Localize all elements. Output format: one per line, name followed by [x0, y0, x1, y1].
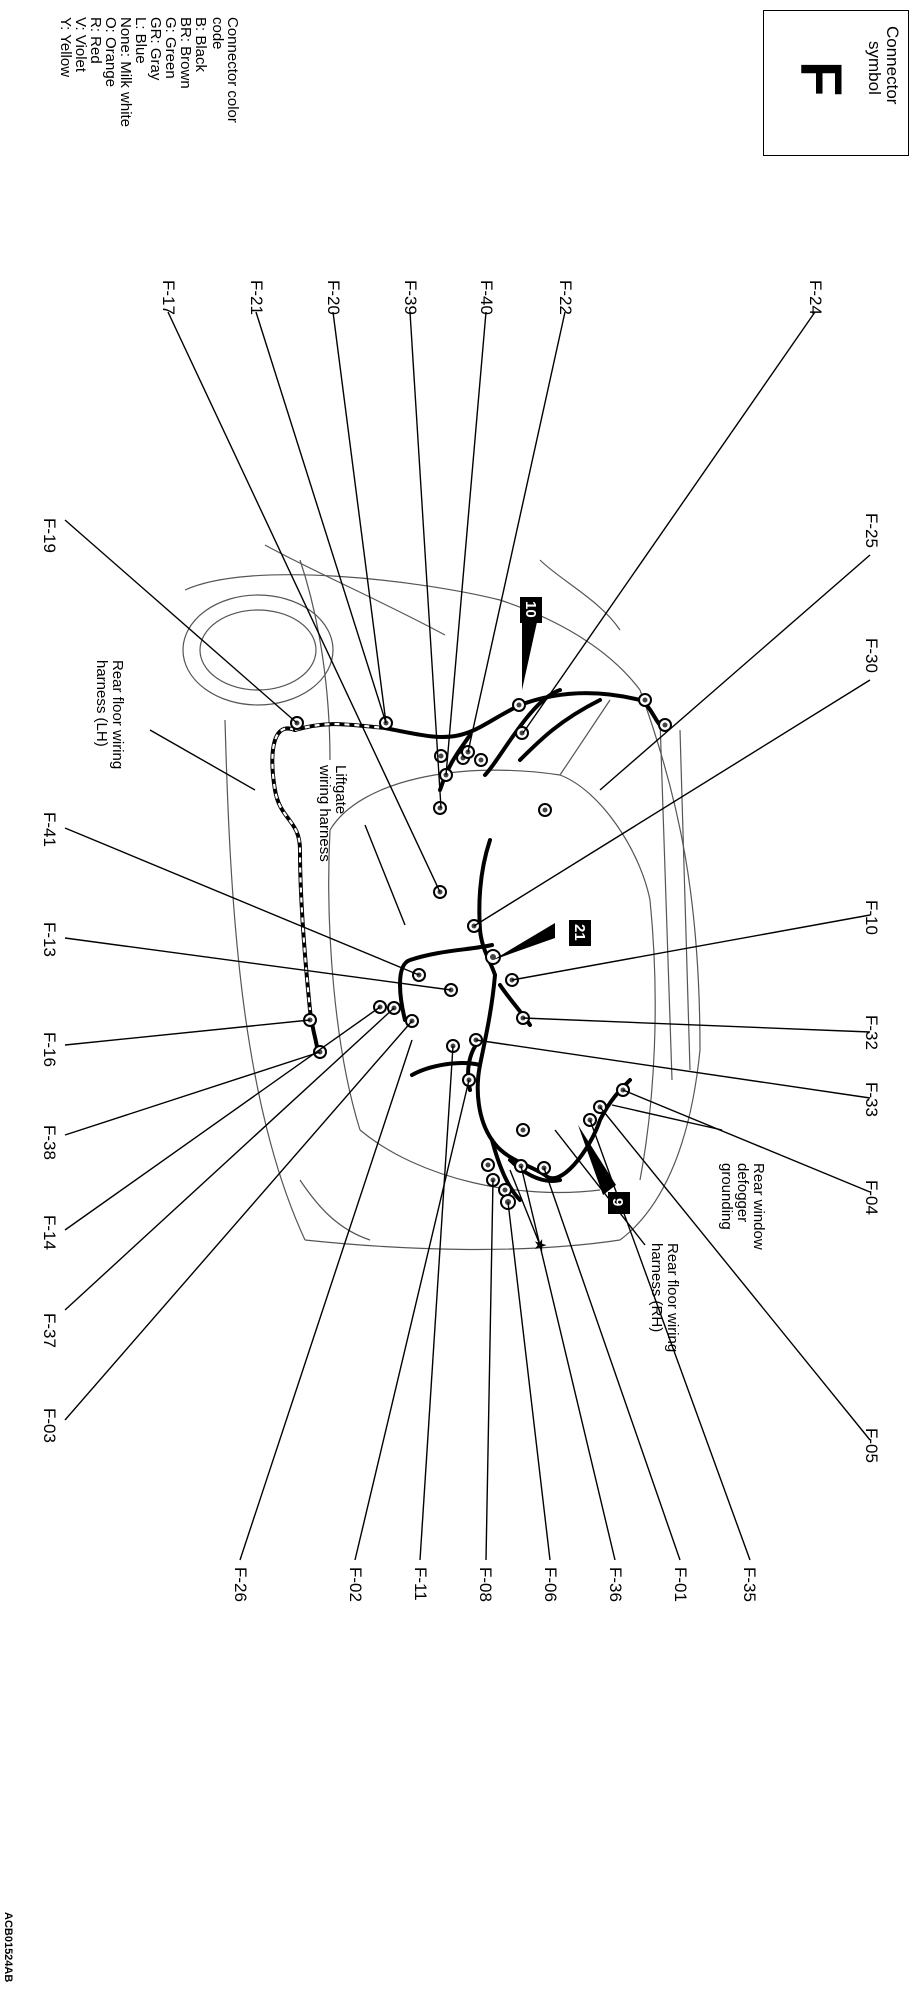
connector-label: F-13	[40, 922, 59, 957]
connector-label: F-08	[476, 1567, 495, 1602]
connector-label: F-25	[862, 513, 881, 548]
connector-label: F-36	[606, 1567, 625, 1602]
ground-marker-arrows	[493, 622, 616, 1195]
legend-item: L: Blue	[132, 17, 149, 64]
connector-label: F-16	[40, 1032, 59, 1067]
defogger-label-line3: grounding	[718, 1163, 735, 1230]
rear-lh-harness-label-line1: Rear floor wiring	[109, 660, 126, 770]
connector-label: F-20	[324, 280, 343, 315]
symbol-title-line2: symbol	[865, 41, 884, 95]
connector-label: F-24	[806, 280, 825, 315]
connector-label: F-14	[40, 1215, 59, 1250]
connector-symbol-box: Connector symbol F	[763, 10, 909, 156]
connector-label: F-04	[862, 1180, 881, 1215]
connector-label: F-30	[862, 638, 881, 673]
connector-label: F-22	[556, 280, 575, 315]
defogger-label-line2: defogger	[734, 1163, 751, 1223]
connector-label: F-41	[40, 812, 59, 847]
connector-label: F-17	[159, 280, 178, 315]
connector-label: F-38	[40, 1125, 59, 1160]
connector-label: F-01	[671, 1567, 690, 1602]
legend-item: B: Black	[192, 17, 209, 73]
connector-label: F-33	[862, 1082, 881, 1117]
vehicle-body-outline	[182, 544, 701, 1251]
legend-title-line2: code	[209, 17, 226, 50]
connector-label: F-26	[231, 1567, 250, 1602]
legend-item: O: Orange	[102, 17, 119, 88]
legend-item: G: Green	[162, 17, 179, 79]
connector-label: F-39	[401, 280, 420, 315]
legend-item: Y: Yellow	[57, 17, 74, 78]
symbol-letter: F	[788, 61, 853, 97]
figure-id: ACB01524AB	[2, 1912, 14, 1983]
ground-marker-21: 21	[569, 920, 591, 946]
ground-marker-10: 10	[520, 597, 542, 623]
leader-lines	[64, 311, 871, 1561]
connector-label: F-21	[247, 280, 266, 315]
symbol-title-line1: Connector	[883, 26, 902, 105]
connector-label: F-05	[862, 1428, 881, 1463]
legend-item: BR: Brown	[177, 17, 194, 89]
liftgate-harness-label-line2: wiring harness	[316, 765, 333, 862]
connector-label: F-37	[40, 1313, 59, 1348]
connector-label: F-11	[411, 1567, 430, 1601]
connector-label: F-03	[40, 1408, 59, 1443]
connector-label: F-40	[477, 280, 496, 315]
liftgate-harness-label-line1: Liftgate	[332, 765, 349, 815]
connector-label: F-19	[40, 518, 59, 553]
connector-label: F-02	[346, 1567, 365, 1602]
connector-label: F-32	[862, 1015, 881, 1050]
legend-item: R: Red	[87, 17, 104, 64]
star-icon: ★	[531, 1238, 548, 1253]
legend-item: V: Violet	[72, 17, 89, 73]
rear-rh-harness-label-line1: Rear floor wiring	[664, 1243, 681, 1353]
rear-rh-harness-label-line2: harness (RH)	[648, 1243, 665, 1333]
connector-label: F-35	[740, 1567, 759, 1602]
legend-title-line1: Connector color	[224, 17, 241, 123]
connector-label: F-10	[862, 900, 881, 935]
legend-item: None: Milk white	[117, 17, 134, 128]
rear-lh-harness-label-line2: harness (LH)	[93, 660, 110, 747]
legend-item: GR: Gray	[147, 17, 164, 81]
defogger-label-line1: Rear window	[750, 1163, 767, 1250]
connector-label: F-06	[541, 1567, 560, 1602]
ground-marker-9: 9	[608, 1192, 630, 1214]
